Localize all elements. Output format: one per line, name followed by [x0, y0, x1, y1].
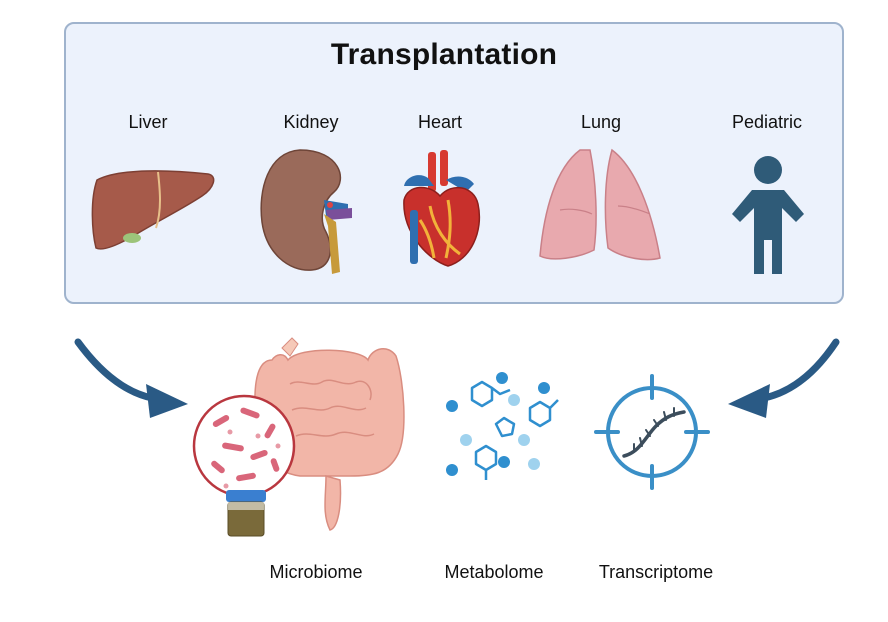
kidney-icon: [260, 149, 352, 274]
omics-label-microbiome: Microbiome: [269, 562, 363, 582]
lung-icon: [539, 148, 661, 261]
organ-label-kidney: Kidney: [283, 112, 339, 132]
rna-target-icon: [594, 374, 710, 490]
arrow-right-icon: [728, 338, 840, 418]
organ-label-liver: Liver: [128, 112, 168, 132]
organ-label-pediatric: Pediatric: [731, 112, 803, 132]
omics-label-transcriptome: Transcriptome: [598, 562, 714, 582]
molecules-icon: [446, 372, 559, 480]
liver-icon: [91, 170, 215, 250]
organ-label-lung: Lung: [580, 112, 622, 132]
bacteria-magnifier-icon: [192, 394, 296, 498]
child-icon: [732, 156, 804, 274]
heart-icon: [403, 150, 481, 267]
arrow-left-icon: [74, 338, 188, 418]
stool-sample-icon: [226, 490, 266, 537]
page-title: Transplantation: [330, 38, 558, 71]
organ-label-heart: Heart: [417, 112, 463, 132]
omics-label-metabolome: Metabolome: [444, 562, 544, 582]
